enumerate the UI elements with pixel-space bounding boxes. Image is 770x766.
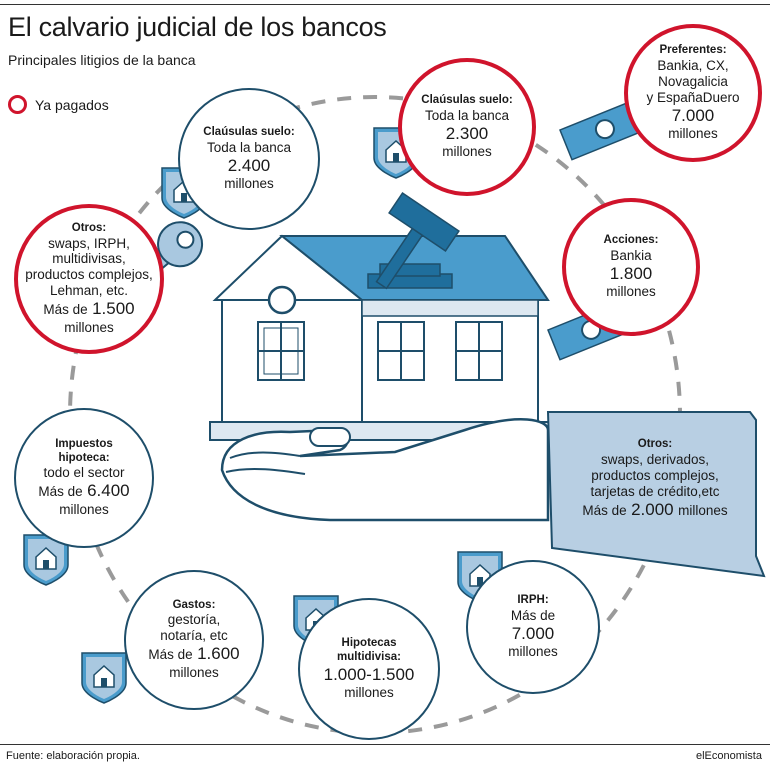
bubble-head: IRPH: [517,594,549,607]
info-panel [546,411,766,578]
bubble-unit: millones [169,665,219,681]
bubble-desc-line: notaría, etc [160,628,228,644]
bubble-otros-1: Otros: swaps, IRPH, multidivisas, produc… [14,204,164,354]
bubble-head-line: Hipotecas [341,637,397,650]
bubble-head-line: multidivisa: [337,651,401,664]
bubble-desc-line: multidivisas, [52,251,126,267]
bubble-desc: Toda la banca [206,139,292,155]
bubble-amount: 6.400 [87,481,130,501]
panel-head: Otros: [637,438,673,450]
bubble-amount: 1.500 [92,299,135,319]
panel-otros-2: Otros: swaps, derivados, productos compl… [548,438,762,521]
bubble-unit: millones [59,502,109,517]
top-rule [0,4,770,5]
bubble-amount: 7.000 [511,623,555,643]
panel-amount: 2.000 [631,500,674,520]
bubble-desc-line: Lehman, etc. [49,283,129,299]
bubble-desc-line: productos complejos, [25,267,153,283]
bubble-desc: Bankia [610,247,652,263]
panel-desc-line: swaps, derivados, [600,451,710,467]
bubble-irph: IRPH: Más de 7.000 millones [466,560,600,694]
panel-prefix: Más de [582,503,627,519]
bubble-amount: 2.300 [445,123,489,143]
bubble-desc-line: swaps, IRPH, [48,235,130,251]
bubble-head-line: hipoteca: [58,451,110,464]
bubble-head: Acciones: [603,234,659,247]
bubble-desc-line: y EspañaDuero [646,89,740,105]
bubble-amount: 7.000 [671,105,715,125]
bubble-unit: millones [606,283,656,299]
bubble-head: Claúsulas suelo: [421,94,513,107]
bubble-amount: 1.800 [609,263,653,283]
bubble-prefix: Más de [38,484,83,500]
bubble-head: Preferentes: [659,44,727,57]
bubble-hipotecas-multidivisa: Hipotecas multidivisa: 1.000-1.500 millo… [298,598,440,740]
legend-label: Ya pagados [35,96,109,113]
page-title: El calvario judicial de los bancos [8,12,387,42]
bubble-preferentes: Preferentes: Bankia, CX, Novagalicia y E… [624,24,762,162]
bubble-desc-line: gestoría, [167,612,221,628]
bubble-clausulas-suelo-1: Claúsulas suelo: Toda la banca 2.400 mil… [178,88,320,230]
hand-icon [220,418,550,522]
bubble-prefix: Más de [148,647,193,663]
brand-label: elEconomista [695,750,762,762]
bubble-head: Otros: [71,221,107,234]
legend: Ya pagados [8,95,109,114]
bubble-clausulas-suelo-2: Claúsulas suelo: Toda la banca 2.300 mil… [398,58,536,196]
bubble-amount: 2.400 [227,155,271,175]
house-shield-icon [81,652,127,704]
bubble-amount: 1.000-1.500 [323,664,415,684]
source-note: Fuente: elaboración propia. [6,750,140,762]
panel-desc-line: productos complejos, [591,467,719,483]
house-shield-icon [23,534,69,586]
bubble-unit: millones [344,684,394,700]
bubble-head: Gastos: [172,598,216,611]
bubble-desc-line: Novagalicia [658,73,728,89]
bubble-prefix: Más de [510,607,556,623]
bubble-unit: millones [442,143,492,159]
bubble-head: Claúsulas suelo: [203,126,295,139]
bubble-unit: millones [64,320,114,336]
bubble-impuestos-hipoteca: Impuestos hipoteca: todo el sector Más d… [14,408,154,548]
bubble-prefix: Más de [43,302,88,318]
bottom-rule [0,744,770,745]
gavel-icon [367,191,460,290]
bubble-unit: millones [508,643,558,659]
bubble-desc: Toda la banca [424,107,510,123]
bubble-desc: todo el sector [43,465,125,481]
bubble-unit: millones [668,125,718,141]
bubble-unit: millones [224,175,274,191]
bubble-gastos: Gastos: gestoría, notaría, etc Más de 1.… [124,570,264,710]
page-subtitle: Principales litigios de la banca [8,52,196,68]
bubble-desc-line: Bankia, CX, [657,57,729,73]
paid-ring-icon [8,95,27,114]
bubble-acciones: Acciones: Bankia 1.800 millones [562,198,700,336]
bubble-head-line: Impuestos [55,438,113,451]
panel-unit: millones [678,503,728,519]
panel-desc-line: tarjetas de crédito,etc [590,484,720,500]
bubble-amount: 1.600 [197,644,240,664]
